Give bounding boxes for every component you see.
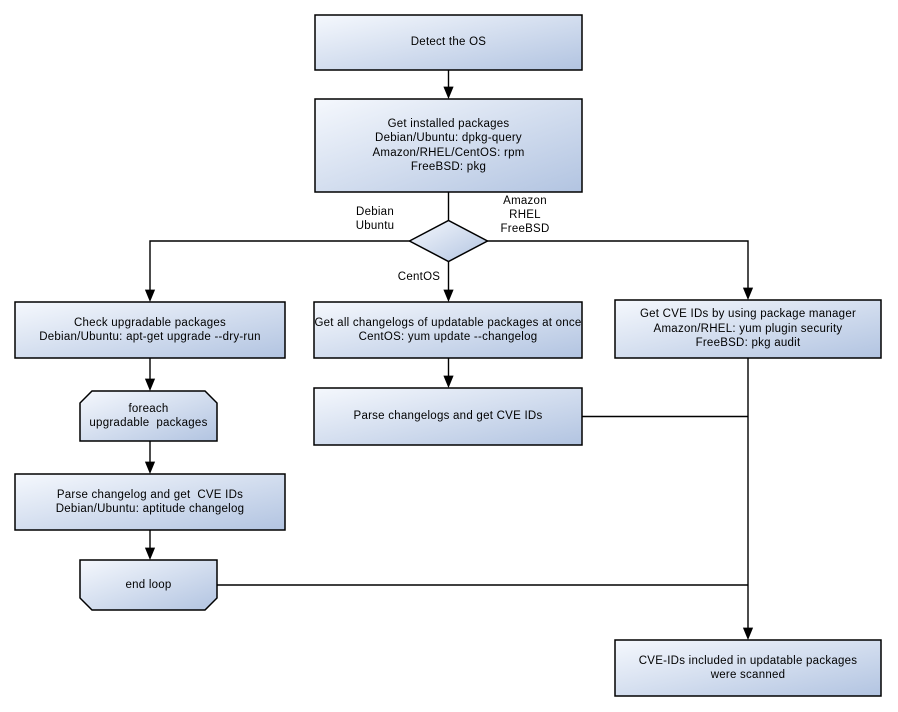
arrowhead-scanned: [742, 627, 754, 641]
node-parse-changelog: [14, 473, 286, 531]
edge-decision-left: [149, 240, 410, 290]
arrowhead-foreach: [144, 378, 156, 392]
edge-decision-right: [487, 240, 749, 288]
node-detect-os: [314, 14, 583, 71]
node-get-installed: [314, 98, 583, 193]
node-os-decision-diamond: [407, 219, 490, 263]
node-foreach-loop: [79, 390, 218, 442]
arrowhead-get-cve: [742, 287, 754, 301]
node-get-cve-pkgmgr: [614, 299, 882, 359]
node-parse-changelogs: [313, 387, 583, 446]
node-get-changelogs: [313, 301, 583, 359]
arrowhead-installed: [443, 86, 454, 100]
node-end-loop: [79, 559, 218, 611]
arrowhead-get-changelogs: [443, 289, 454, 303]
arrowhead-parse-changelog: [144, 461, 156, 475]
node-scanned: [614, 639, 882, 697]
arrowhead-check-upgradable: [144, 289, 156, 303]
node-check-upgradable: [14, 301, 286, 359]
arrowhead-end-loop: [144, 547, 156, 561]
arrowhead-parse-changelogs: [443, 375, 454, 389]
